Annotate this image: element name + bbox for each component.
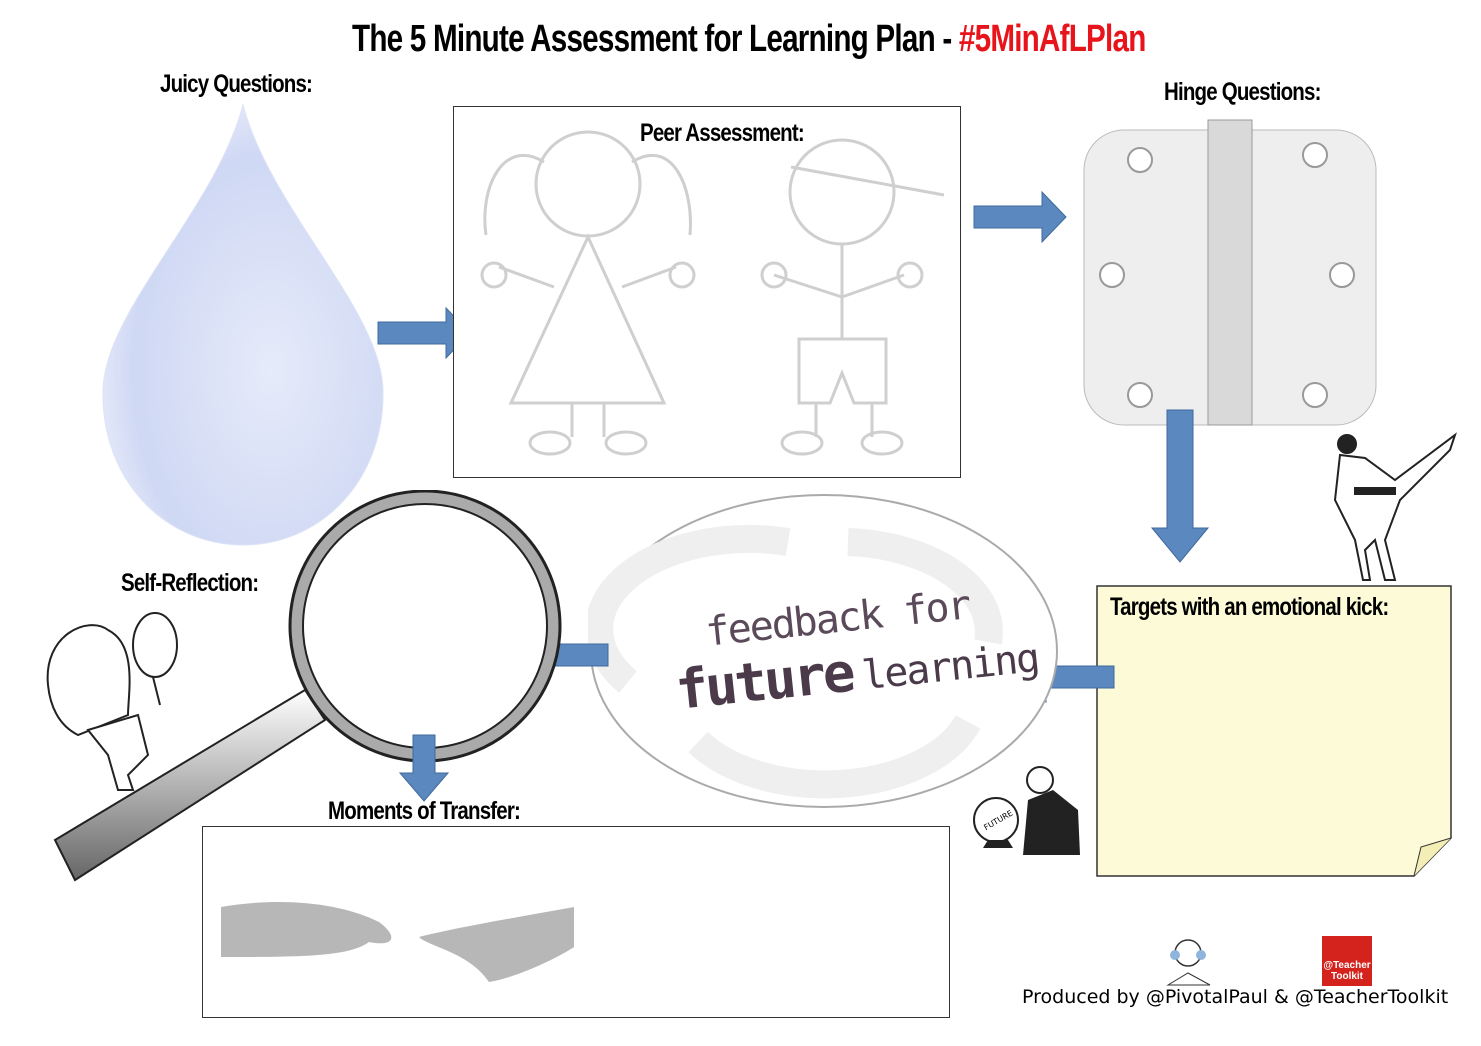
logo-line1: @Teacher bbox=[1323, 960, 1371, 971]
self-reflection-label: Self-Reflection: bbox=[121, 569, 259, 597]
girl-mirror-cartoon-icon bbox=[46, 612, 178, 791]
title-hashtag: #5MinAfLPlan bbox=[958, 18, 1146, 60]
stick-figures-icon bbox=[480, 130, 945, 456]
fortune-teller-icon: FUTURE bbox=[973, 766, 1080, 855]
targets-label: Targets with an emotional kick: bbox=[1110, 593, 1389, 621]
creation-of-adam-hands-icon bbox=[221, 902, 574, 982]
juicy-questions-label: Juicy Questions: bbox=[160, 70, 313, 98]
sticky-note bbox=[1096, 585, 1452, 877]
logo-line2: Toolkit bbox=[1330, 971, 1364, 982]
page-title: The 5 Minute Assessment for Learning Pla… bbox=[352, 18, 1146, 61]
magnifying-glass-icon bbox=[53, 490, 562, 882]
moments-of-transfer-label: Moments of Transfer: bbox=[328, 797, 521, 825]
peer-assessment-box: Peer Assessment: bbox=[453, 106, 961, 478]
water-drop-icon bbox=[102, 103, 384, 546]
title-text: The 5 Minute Assessment for Learning Pla… bbox=[352, 18, 959, 60]
peer-assessment-label: Peer Assessment: bbox=[640, 119, 805, 147]
hinge-icon bbox=[1083, 119, 1377, 426]
arrow-down-icon bbox=[1150, 409, 1210, 563]
karate-kick-icon bbox=[1333, 432, 1457, 581]
pivotal-paul-logo-icon bbox=[1166, 939, 1211, 986]
moments-of-transfer-box bbox=[202, 826, 950, 1018]
credit-text: Produced by @PivotalPaul & @TeacherToolk… bbox=[1022, 986, 1449, 1008]
hinge-questions-label: Hinge Questions: bbox=[1164, 78, 1321, 106]
arrow-down-icon bbox=[398, 734, 450, 802]
feedback-cycle-ellipse bbox=[588, 494, 1058, 808]
arrow-right-icon bbox=[973, 190, 1067, 244]
